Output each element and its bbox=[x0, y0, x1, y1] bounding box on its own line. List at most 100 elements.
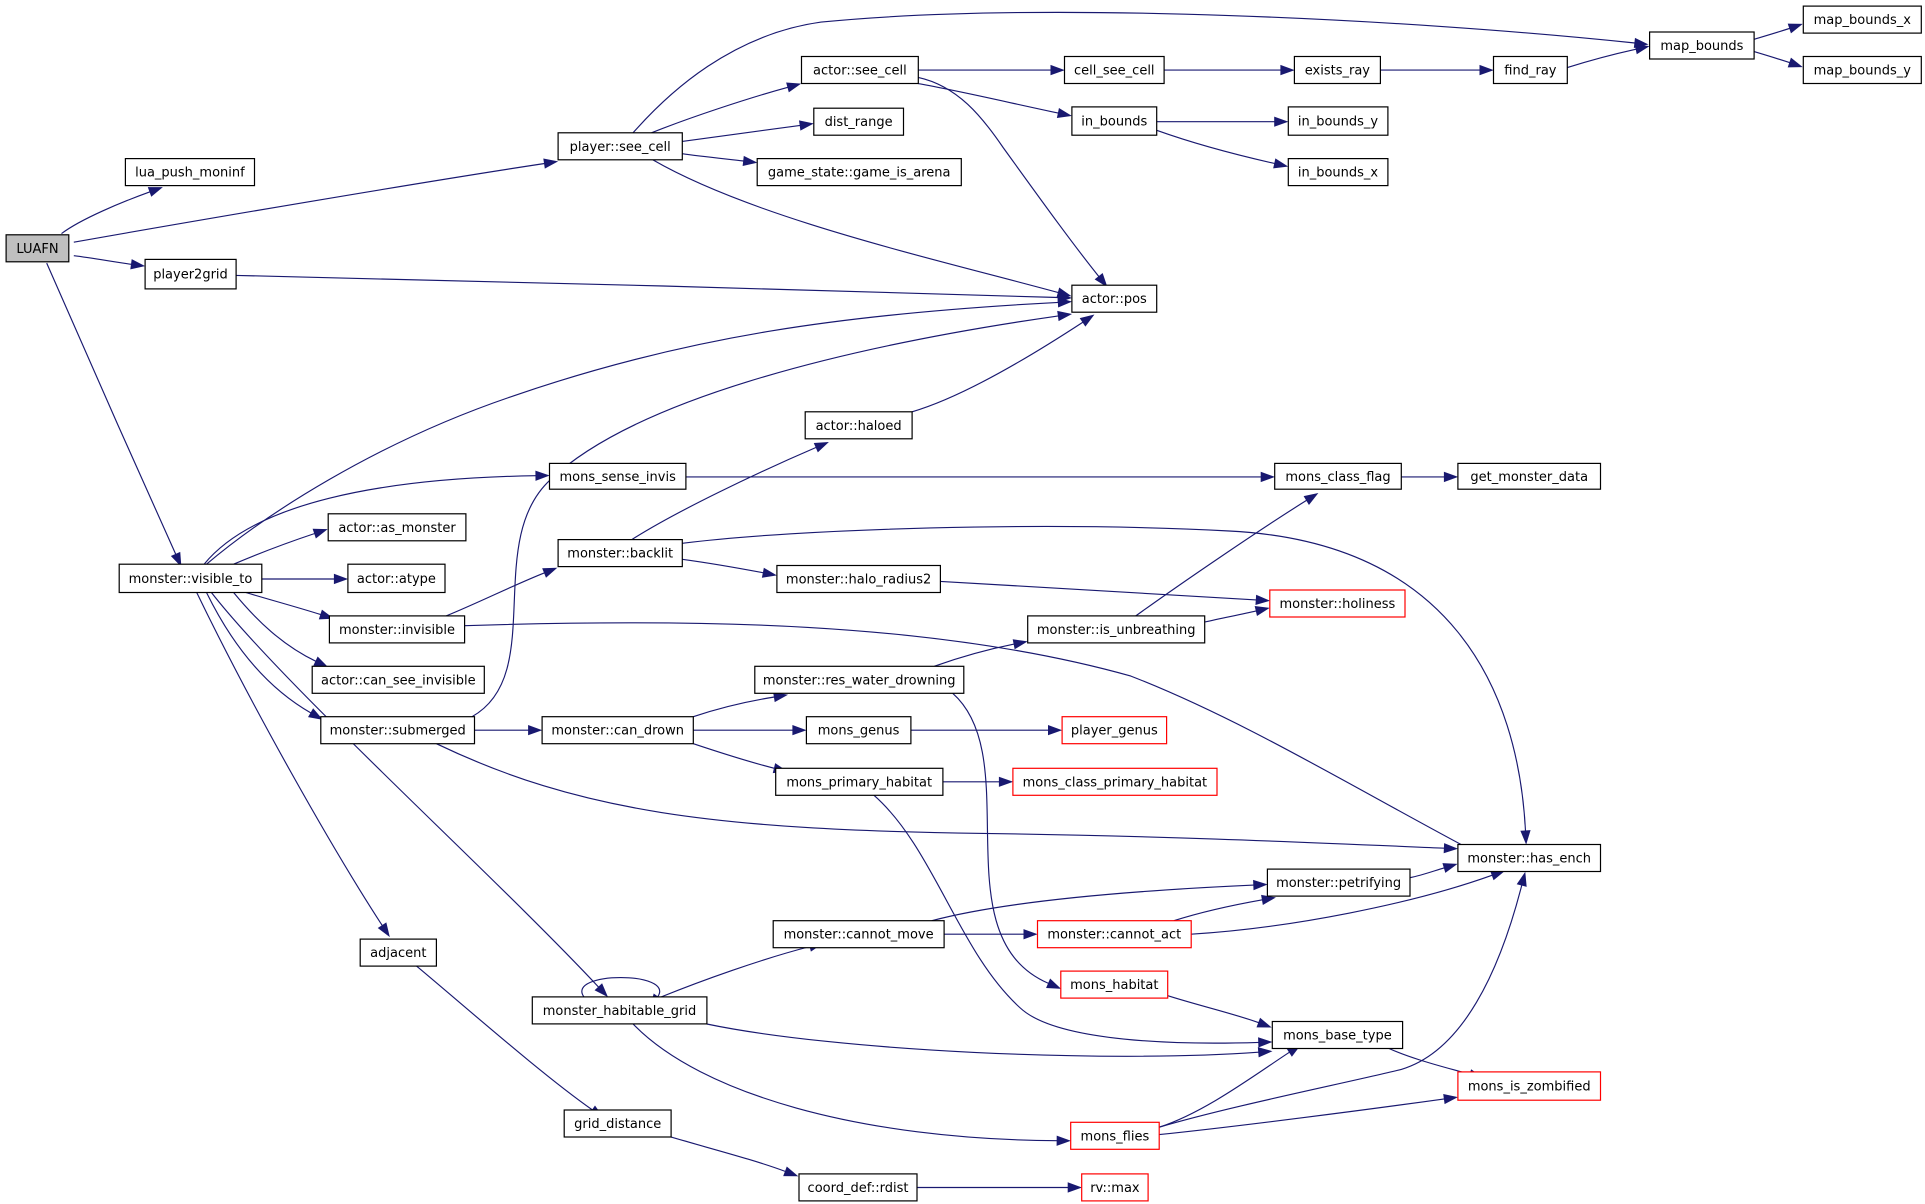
node-exists-ray[interactable]: exists_ray bbox=[1293, 55, 1382, 85]
node-actor-see-cell[interactable]: actor::see_cell bbox=[800, 55, 919, 85]
node-in-bounds[interactable]: in_bounds bbox=[1071, 106, 1158, 136]
node-box bbox=[776, 564, 942, 594]
node-mons-sense-invis[interactable]: mons_sense_invis bbox=[548, 462, 687, 490]
node-box bbox=[1269, 589, 1406, 618]
node-map-bounds[interactable]: map_bounds bbox=[1648, 31, 1755, 60]
node-monster-invisible[interactable]: monster::invisible bbox=[328, 615, 466, 644]
edge-LUAFN-to-player_see_cell bbox=[73, 158, 559, 243]
node-monster-holiness[interactable]: monster::holiness bbox=[1269, 589, 1406, 618]
node-player-see-cell[interactable]: player::see_cell bbox=[557, 132, 683, 161]
edge-LUAFN-to-monster_visible_to bbox=[46, 262, 182, 567]
node-map-bounds-y[interactable]: map_bounds_y bbox=[1802, 55, 1922, 85]
node-in-bounds-x[interactable]: in_bounds_x bbox=[1287, 158, 1389, 187]
edge-LUAFN-to-player2grid bbox=[73, 255, 146, 270]
node-coord-def-rdist[interactable]: coord_def::rdist bbox=[798, 1173, 918, 1202]
node-layer: LUAFN lua_push_moninf player::see_cellplay… bbox=[5, 5, 1922, 1202]
edge-line bbox=[693, 696, 775, 718]
node-actor-atype[interactable]: actor::atype bbox=[347, 563, 446, 594]
node-monster-submerged[interactable]: monster::submerged bbox=[320, 716, 476, 745]
node-lua-push-moninf[interactable]: lua_push_moninf bbox=[124, 158, 256, 187]
node-box bbox=[311, 665, 485, 694]
node-actor-haloed[interactable]: actor::haloed bbox=[804, 411, 913, 440]
node-mons-is-zombified[interactable]: mons_is_zombified bbox=[1457, 1071, 1602, 1101]
node-monster-cannot-act[interactable]: monster::cannot_act bbox=[1036, 920, 1192, 949]
node-player-genus[interactable]: player_genus bbox=[1061, 716, 1168, 745]
node-find-ray[interactable]: find_ray bbox=[1492, 55, 1568, 85]
node-box bbox=[1457, 843, 1602, 873]
node-monster-has-ench[interactable]: monster::has_ench bbox=[1457, 843, 1602, 873]
node-box bbox=[1271, 1020, 1404, 1050]
arrowhead bbox=[783, 1166, 799, 1177]
edge-monster_halo_radius2-to-monster_holiness bbox=[940, 580, 1271, 605]
edge-monster_can_drown-to-mons_primary_habitat bbox=[693, 743, 788, 774]
edge-in_bounds-to-in_bounds_y bbox=[1156, 116, 1289, 127]
node-label: mons_genus bbox=[818, 724, 900, 739]
edge-monster_submerged-to-monster_has_ench bbox=[436, 743, 1459, 854]
edge-monster_is_unbreathing-to-monster_holiness bbox=[1204, 606, 1270, 623]
node-monster-backlit[interactable]: monster::backlit bbox=[557, 538, 683, 568]
node-dist-range[interactable]: dist_range bbox=[813, 107, 905, 136]
edge-line bbox=[445, 572, 545, 617]
node-mons-primary-habitat[interactable]: mons_primary_habitat bbox=[775, 767, 944, 796]
node-mons-class-flag[interactable]: mons_class_flag bbox=[1274, 462, 1402, 490]
node-label: mons_base_type bbox=[1283, 1029, 1392, 1044]
node-monster-is-unbreathing[interactable]: monster::is_unbreathing bbox=[1027, 615, 1206, 644]
node-mons-habitat[interactable]: mons_habitat bbox=[1060, 970, 1169, 999]
edge-line bbox=[1753, 27, 1790, 40]
node-cell-see-cell[interactable]: cell_see_cell bbox=[1063, 55, 1165, 85]
node-in-bounds-y[interactable]: in_bounds_y bbox=[1287, 106, 1389, 136]
node-get-monster-data[interactable]: get_monster_data bbox=[1457, 462, 1602, 490]
node-monster-petrifying[interactable]: monster::petrifying bbox=[1266, 868, 1411, 897]
node-box bbox=[754, 665, 965, 694]
arrowhead bbox=[1787, 23, 1803, 34]
edge-monster_res_water_drowning-to-monster_is_unbreathing bbox=[934, 639, 1028, 667]
node-actor-pos[interactable]: actor::pos bbox=[1071, 284, 1158, 313]
node-box bbox=[347, 563, 446, 594]
node-monster-res-water-drowning[interactable]: monster::res_water_drowning bbox=[754, 665, 965, 694]
node-label: map_bounds_x bbox=[1814, 13, 1912, 28]
node-box bbox=[1027, 615, 1206, 644]
edge-monster_submerged-to-monster_can_drown bbox=[474, 724, 543, 736]
arrowhead bbox=[1057, 310, 1073, 322]
node-label: monster::visible_to bbox=[129, 572, 253, 587]
node-mons-genus[interactable]: mons_genus bbox=[805, 716, 912, 745]
edge-line bbox=[205, 592, 312, 714]
edge-monster_visible_to-to-monster_habitable_grid bbox=[210, 592, 609, 998]
edge-monster_visible_to-to-actor_pos bbox=[206, 297, 1073, 565]
node-game-is-arena[interactable]: game_state::game_is_arena bbox=[756, 158, 962, 187]
arrowhead bbox=[1048, 724, 1063, 736]
arrowhead bbox=[1046, 978, 1062, 989]
node-box bbox=[1457, 462, 1602, 490]
node-mons-base-type[interactable]: mons_base_type bbox=[1271, 1020, 1404, 1050]
node-label: exists_ray bbox=[1305, 64, 1371, 79]
node-monster-habitable-grid[interactable]: monster_habitable_grid bbox=[531, 996, 708, 1025]
node-player2grid[interactable]: player2grid bbox=[144, 258, 237, 290]
node-rv-max[interactable]: rv::max bbox=[1081, 1173, 1149, 1202]
arrowhead bbox=[1067, 1182, 1082, 1193]
node-monster-cannot-move[interactable]: monster::cannot_move bbox=[772, 920, 945, 949]
node-adjacent[interactable]: adjacent bbox=[359, 938, 438, 967]
node-grid-distance[interactable]: grid_distance bbox=[563, 1109, 672, 1138]
edge-line bbox=[682, 153, 744, 162]
node-box bbox=[557, 538, 683, 568]
node-box bbox=[5, 234, 70, 263]
edge-grid_distance-to-coord_def_rdist bbox=[671, 1136, 799, 1177]
node-LUAFN[interactable]: LUAFN bbox=[5, 234, 70, 263]
node-box bbox=[327, 513, 467, 542]
edge-line bbox=[934, 643, 1015, 667]
edge-line bbox=[46, 262, 177, 555]
arrowhead bbox=[1253, 879, 1268, 891]
arrowhead bbox=[1254, 606, 1270, 617]
node-mons-flies[interactable]: mons_flies bbox=[1070, 1121, 1160, 1150]
node-monster-visible-to[interactable]: monster::visible_to bbox=[118, 563, 263, 594]
edge-coord_def_rdist-to-rv_max bbox=[917, 1182, 1082, 1193]
node-monster-can-drown[interactable]: monster::can_drown bbox=[541, 716, 694, 745]
node-label: monster::has_ench bbox=[1467, 852, 1591, 867]
node-mons-class-primary-habitat[interactable]: mons_class_primary_habitat bbox=[1012, 767, 1218, 796]
node-actor-can-see-invisible[interactable]: actor::can_see_invisible bbox=[311, 665, 485, 694]
node-label: monster::submerged bbox=[330, 724, 466, 739]
node-map-bounds-x[interactable]: map_bounds_x bbox=[1802, 5, 1922, 34]
edge-line bbox=[682, 558, 764, 574]
node-actor-as-monster[interactable]: actor::as_monster bbox=[327, 513, 467, 542]
node-monster-halo-radius2[interactable]: monster::halo_radius2 bbox=[776, 564, 942, 594]
